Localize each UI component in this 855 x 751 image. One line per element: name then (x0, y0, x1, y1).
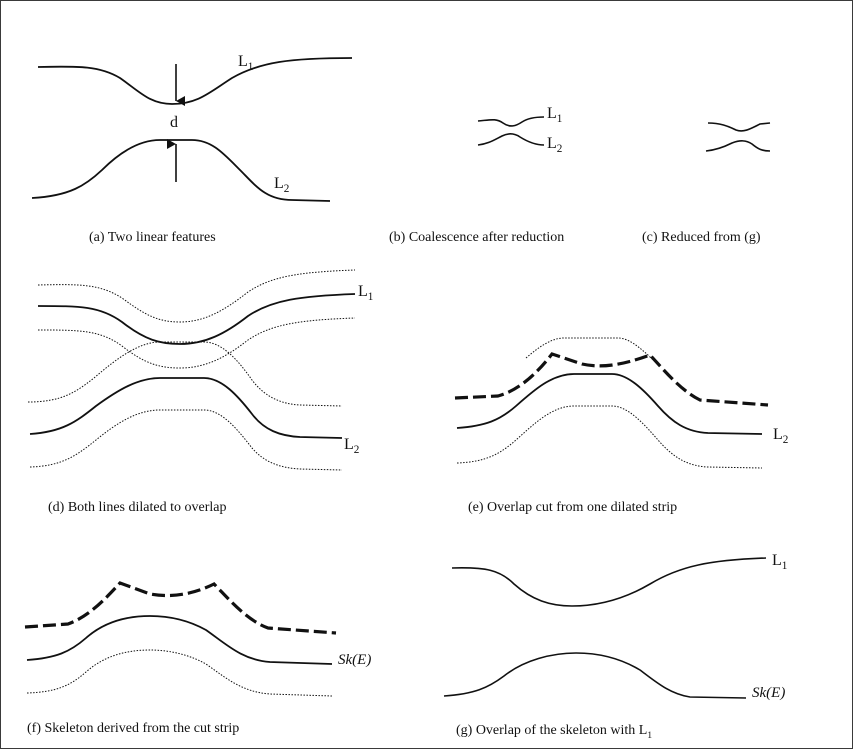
panel-d (27, 269, 356, 471)
label-l2-b: L2 (547, 135, 563, 156)
l1-upper-dilation (37, 269, 356, 323)
dilated-bottom-e (456, 405, 763, 469)
cut-boundary-f (24, 581, 337, 635)
panel-c (705, 122, 771, 152)
skeleton-sk-e-g (443, 652, 747, 699)
panel-g (443, 557, 767, 699)
panel-a (31, 57, 353, 202)
l2-upper-dilation (27, 341, 343, 407)
label-l1-b: L1 (547, 105, 563, 126)
skeleton-sk-e-f (26, 615, 333, 665)
panel-f (24, 581, 337, 697)
dilated-top-e (525, 337, 659, 365)
label-l1-a: L1 (238, 53, 254, 74)
dilated-bottom-f (26, 649, 333, 697)
line-l1-b (477, 116, 545, 127)
caption-f: (f) Skeleton derived from the cut strip (27, 721, 240, 736)
panel-b (477, 116, 545, 146)
line-l2-e (456, 373, 763, 435)
label-l2-d: L2 (344, 436, 360, 457)
cut-boundary-e (454, 352, 769, 407)
caption-g: (g) Overlap of the skeleton with L1 (456, 723, 653, 741)
l1-lower-dilation (37, 317, 356, 369)
line-l2-a (31, 139, 331, 202)
line-l2-d (29, 377, 343, 439)
line-l1-a (37, 57, 353, 105)
caption-d: (d) Both lines dilated to overlap (48, 500, 227, 515)
label-sk-e-g: Sk(E) (752, 685, 786, 701)
label-l1-g: L1 (772, 552, 788, 573)
caption-b: (b) Coalescence after reduction (389, 230, 565, 245)
line-c-bottom (705, 140, 771, 152)
label-sk-e-f: Sk(E) (338, 652, 372, 668)
label-l1-d: L1 (358, 283, 374, 304)
panel-e (454, 337, 769, 469)
label-d: d (170, 114, 178, 131)
line-l1-d (37, 293, 356, 345)
line-l1-g (451, 557, 767, 607)
line-c-top (707, 122, 771, 132)
line-l2-b (477, 133, 545, 146)
caption-e: (e) Overlap cut from one dilated strip (468, 500, 678, 515)
caption-c: (c) Reduced from (g) (642, 230, 761, 245)
label-l2-a: L2 (274, 175, 290, 196)
caption-a: (a) Two linear features (89, 230, 216, 245)
label-l2-e: L2 (773, 426, 789, 447)
